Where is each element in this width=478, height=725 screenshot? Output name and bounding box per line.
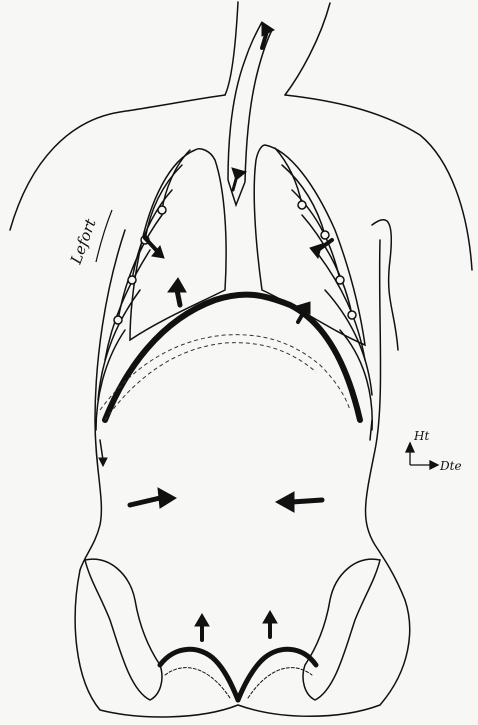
ribs-right	[275, 148, 372, 430]
neck-right	[285, 3, 330, 95]
torso-left	[80, 230, 125, 570]
arrow-abdomen-right	[276, 492, 322, 512]
axis-right-label: Dte	[439, 459, 462, 473]
upper-arm-right	[372, 220, 398, 350]
shoulder-left	[10, 95, 225, 230]
arrow-ribs-lower-right	[370, 420, 372, 440]
shoulder-right	[285, 95, 472, 270]
body-outline	[10, 2, 472, 717]
arrow-abdomen-left	[130, 488, 176, 508]
arrow-diaphragm-left	[168, 278, 186, 305]
arrow-lung-left	[145, 238, 164, 258]
axis-up-label: Ht	[413, 429, 429, 443]
pelvic-floor	[160, 649, 316, 700]
signature-text: Lefort	[67, 215, 101, 267]
arrow-pelvis-right	[263, 611, 277, 637]
arrow-pelvis-left	[195, 614, 209, 640]
pelvis-bones	[85, 559, 380, 700]
diaphragm	[105, 295, 360, 420]
orientation-axes	[406, 443, 438, 469]
neck-left	[225, 2, 238, 95]
iliac-left	[85, 559, 162, 700]
signature-underline	[96, 210, 112, 262]
arrow-lung-right	[310, 240, 332, 258]
diaphragm-dashed	[100, 335, 350, 420]
arrow-ribs-lower-left	[99, 440, 107, 466]
arrows	[99, 22, 372, 640]
iliac-right	[303, 559, 380, 700]
arrow-trachea-top	[262, 22, 274, 48]
